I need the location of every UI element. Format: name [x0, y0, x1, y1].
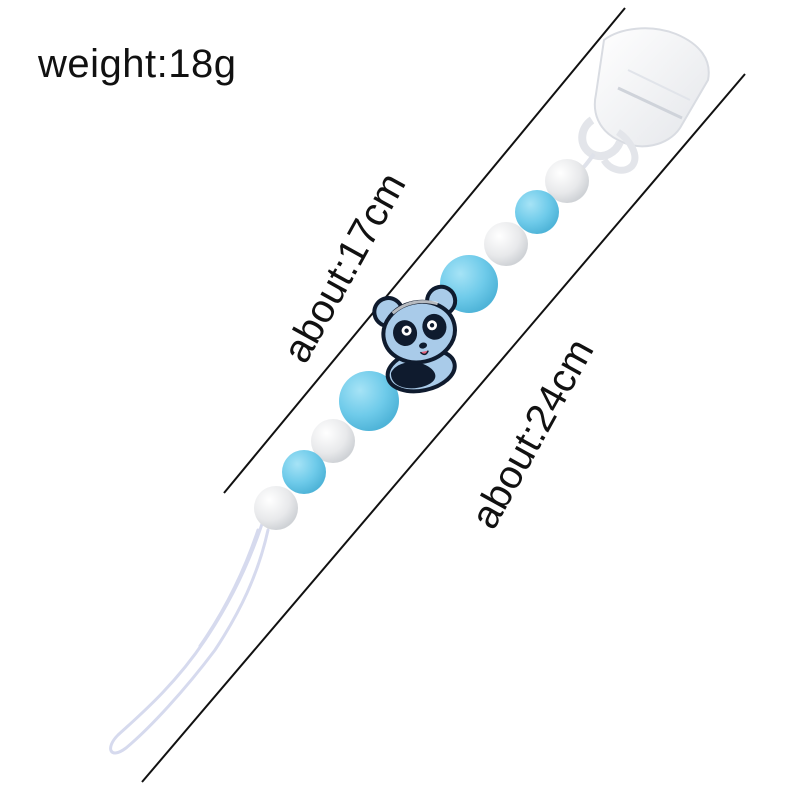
- bead-blue: [282, 450, 326, 494]
- panda-charm: [372, 284, 458, 394]
- bead-string: [254, 159, 589, 530]
- bead-white: [311, 419, 355, 463]
- bead-white: [484, 222, 528, 266]
- dimension-line-24cm: [141, 73, 746, 783]
- cord-loop: [109, 522, 270, 755]
- pacifier-clip: [576, 27, 710, 174]
- dimension-line-17cm: [223, 7, 626, 494]
- bead-white: [254, 486, 298, 530]
- bead-blue: [515, 190, 559, 234]
- bead-blue: [339, 371, 399, 431]
- bead-white: [545, 159, 589, 203]
- weight-label: weight:18g: [38, 42, 237, 86]
